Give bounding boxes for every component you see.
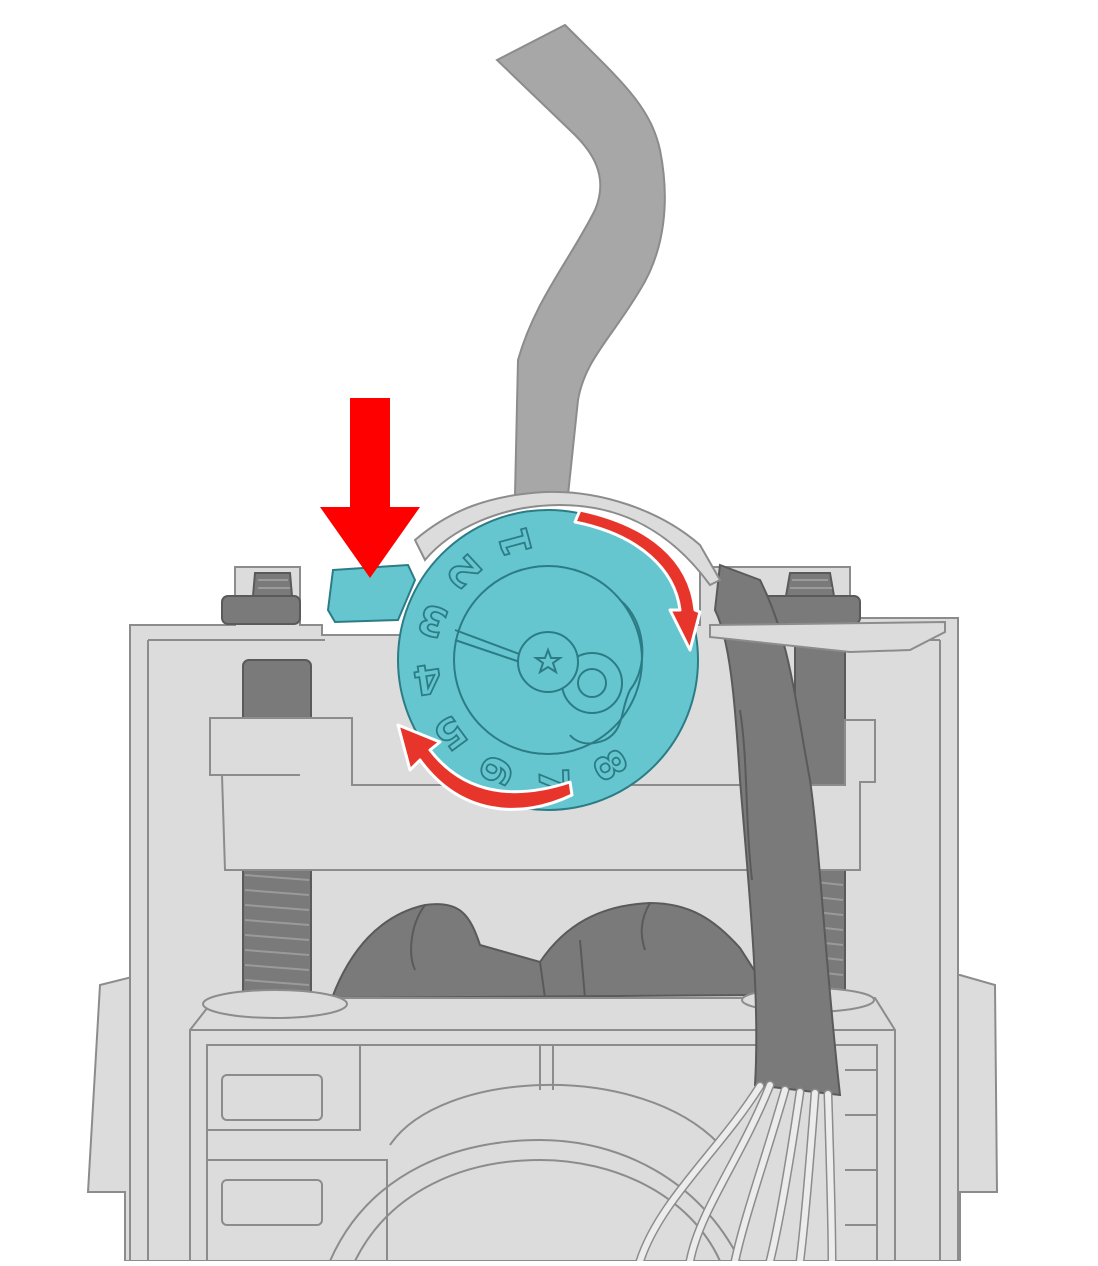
cable-bundle [635, 563, 842, 1266]
release-lever[interactable] [326, 563, 417, 624]
latch-wire [709, 620, 946, 654]
down-arrow-icon [320, 398, 420, 578]
dial-cover [413, 490, 722, 587]
star-screw-icon [532, 647, 564, 675]
rotate-arrow-icon [396, 508, 702, 811]
filament [495, 23, 666, 496]
drive-gears [330, 901, 772, 1000]
left-top-bolt [221, 572, 301, 625]
